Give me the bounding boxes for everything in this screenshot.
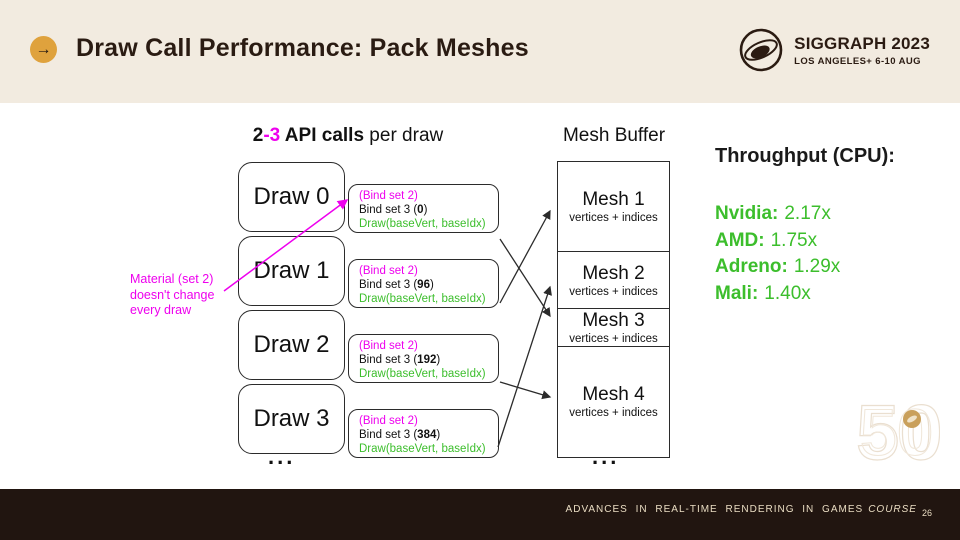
api-calls-num: 2 (252, 125, 264, 146)
siggraph-logo-text: SIGGRAPH 2023 LOS ANGELES+ 6-10 AUG (794, 34, 930, 67)
mesh-label: Mesh 4 (582, 384, 645, 405)
meshes-ellipsis: ... (592, 444, 620, 469)
draw-call-line: Draw(baseVert, baseIdx) (359, 443, 486, 455)
gpu-label: Nvidia: (715, 203, 779, 224)
arrow-draw0-to-mesh3 (499, 238, 551, 318)
draw-label: Draw 3 (253, 405, 330, 432)
draw-call-line: Draw(baseVert, baseIdx) (359, 368, 486, 380)
bind-set2-line: (Bind set 2) (359, 340, 418, 352)
api-calls-rest: per draw (364, 125, 444, 146)
footer-text: ADVANCES IN REAL-TIME RENDERING IN GAMES… (565, 504, 932, 518)
bind-set2-line: (Bind set 2) (359, 190, 418, 202)
mesh-detail: vertices + indices (569, 333, 658, 345)
bind-set2-line: (Bind set 2) (359, 415, 418, 427)
mesh-buffer-heading: Mesh Buffer (562, 125, 666, 146)
mesh-section-1: Mesh 1 vertices + indices (558, 162, 669, 252)
bind-set3-line: Bind set 3 (0) (359, 204, 428, 216)
footer-course-word: COURSE (868, 504, 917, 515)
gpu-value: 1.40x (764, 282, 811, 304)
slide-title: Draw Call Performance: Pack Meshes (76, 34, 529, 62)
bind-set3-line: Bind set 3 (96) (359, 279, 434, 291)
throughput-row-mali: Mali:1.40x (715, 281, 895, 308)
arrow-draw3-to-mesh2 (497, 285, 552, 448)
footer-course-title: ADVANCES IN REAL-TIME RENDERING IN GAMES (565, 504, 864, 515)
mesh-detail: vertices + indices (569, 212, 658, 224)
page-number: 26 (921, 508, 932, 518)
arrow-right-icon: → (30, 36, 57, 63)
arrow-draw2-to-mesh4 (499, 381, 552, 400)
anniversary-50-watermark: 50 50 (855, 387, 940, 476)
gpu-value: 2.17x (784, 203, 831, 224)
draw-label: Draw 2 (253, 331, 330, 358)
gpu-label: Adreno: (715, 256, 788, 277)
draw-label: Draw 1 (253, 257, 330, 284)
draw-annotation-3: (Bind set 2) Bind set 3 (384) Draw(baseV… (348, 409, 499, 458)
draw-box-3: Draw 3 (238, 384, 345, 454)
mesh-label: Mesh 3 (582, 310, 645, 331)
logo-name: SIGGRAPH 2023 (794, 33, 930, 53)
throughput-row-amd: AMD:1.75x (715, 228, 895, 255)
draw-annotation-1: (Bind set 2) Bind set 3 (96) Draw(baseVe… (348, 259, 499, 308)
svg-text:50: 50 (860, 395, 933, 469)
siggraph-logo: SIGGRAPH 2023 LOS ANGELES+ 6-10 AUG (737, 26, 930, 74)
draw-box-2: Draw 2 (238, 310, 345, 380)
draw-annotation-2: (Bind set 2) Bind set 3 (192) Draw(baseV… (348, 334, 499, 383)
gpu-label: AMD: (715, 229, 765, 251)
draws-ellipsis: ... (268, 444, 296, 469)
draw-call-line: Draw(baseVert, baseIdx) (359, 293, 486, 305)
draw-box-0: Draw 0 (238, 162, 345, 232)
gpu-label: Mali: (715, 282, 759, 304)
draw-annotation-0: (Bind set 2) Bind set 3 (0) Draw(baseVer… (348, 184, 499, 233)
mesh-section-4: Mesh 4 vertices + indices (558, 347, 669, 456)
mesh-label: Mesh 1 (582, 189, 645, 210)
api-calls-heading: 2-3 API calls per draw (228, 125, 468, 147)
api-calls-num-extra: -3 (263, 125, 281, 146)
throughput-panel: Throughput (CPU): Nvidia:2.17x AMD:1.75x… (715, 145, 895, 307)
throughput-rows: Nvidia:2.17x AMD:1.75x Adreno:1.29x Mali… (715, 201, 895, 307)
draw-box-1: Draw 1 (238, 236, 345, 306)
gpu-value: 1.29x (793, 256, 841, 277)
mesh-label: Mesh 2 (582, 262, 645, 284)
throughput-row-adreno: Adreno:1.29x (715, 254, 895, 281)
throughput-row-nvidia: Nvidia:2.17x (715, 201, 895, 228)
logo-subtitle: LOS ANGELES+ 6-10 AUG (794, 55, 921, 67)
siggraph-swirl-icon (739, 28, 783, 72)
mesh-buffer: Mesh 1 vertices + indices Mesh 2 vertice… (557, 161, 670, 458)
arrow-draw1-to-mesh1 (499, 209, 551, 304)
gpu-value: 1.75x (770, 229, 818, 251)
footer-bar: ADVANCES IN REAL-TIME RENDERING IN GAMES… (0, 489, 960, 540)
bind-set3-line: Bind set 3 (192) (359, 354, 441, 366)
draw-call-line: Draw(baseVert, baseIdx) (359, 218, 486, 230)
offset-value: 96 (417, 279, 430, 291)
mesh-detail: vertices + indices (569, 407, 658, 419)
bind-set2-line: (Bind set 2) (359, 265, 418, 277)
throughput-heading: Throughput (CPU): (715, 145, 895, 167)
mesh-section-3: Mesh 3 vertices + indices (558, 309, 669, 347)
offset-value: 384 (417, 429, 437, 441)
slide-header: → Draw Call Performance: Pack Meshes SIG… (0, 0, 960, 103)
svg-text:50: 50 (856, 388, 940, 476)
mesh-section-2: Mesh 2 vertices + indices (558, 252, 669, 309)
draw-label: Draw 0 (253, 183, 330, 210)
api-calls-bold: API calls (280, 125, 365, 146)
material-note: Material (set 2) doesn't change every dr… (130, 272, 215, 317)
mesh-detail: vertices + indices (569, 285, 658, 298)
offset-value: 192 (417, 354, 437, 366)
bind-set3-line: Bind set 3 (384) (359, 429, 441, 441)
offset-value: 0 (417, 204, 424, 216)
